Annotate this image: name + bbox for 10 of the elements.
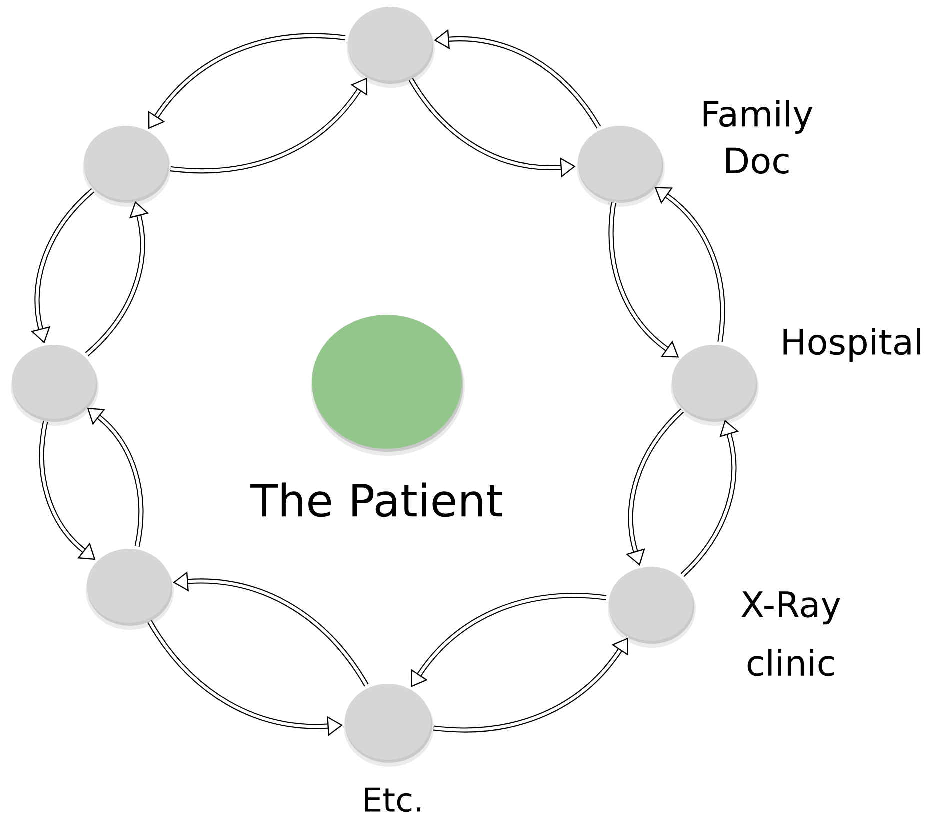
node-label: Hospital [784, 328, 920, 362]
circle [347, 7, 435, 88]
node-label: X-Ray clinic [742, 592, 840, 676]
circle [83, 126, 171, 207]
circle [11, 345, 99, 426]
node-label: The Patient [250, 482, 502, 518]
node-label: Family Doc [704, 100, 813, 174]
curved-arrow [411, 593, 607, 688]
circle [86, 549, 174, 630]
node-label: Etc. [365, 788, 420, 812]
